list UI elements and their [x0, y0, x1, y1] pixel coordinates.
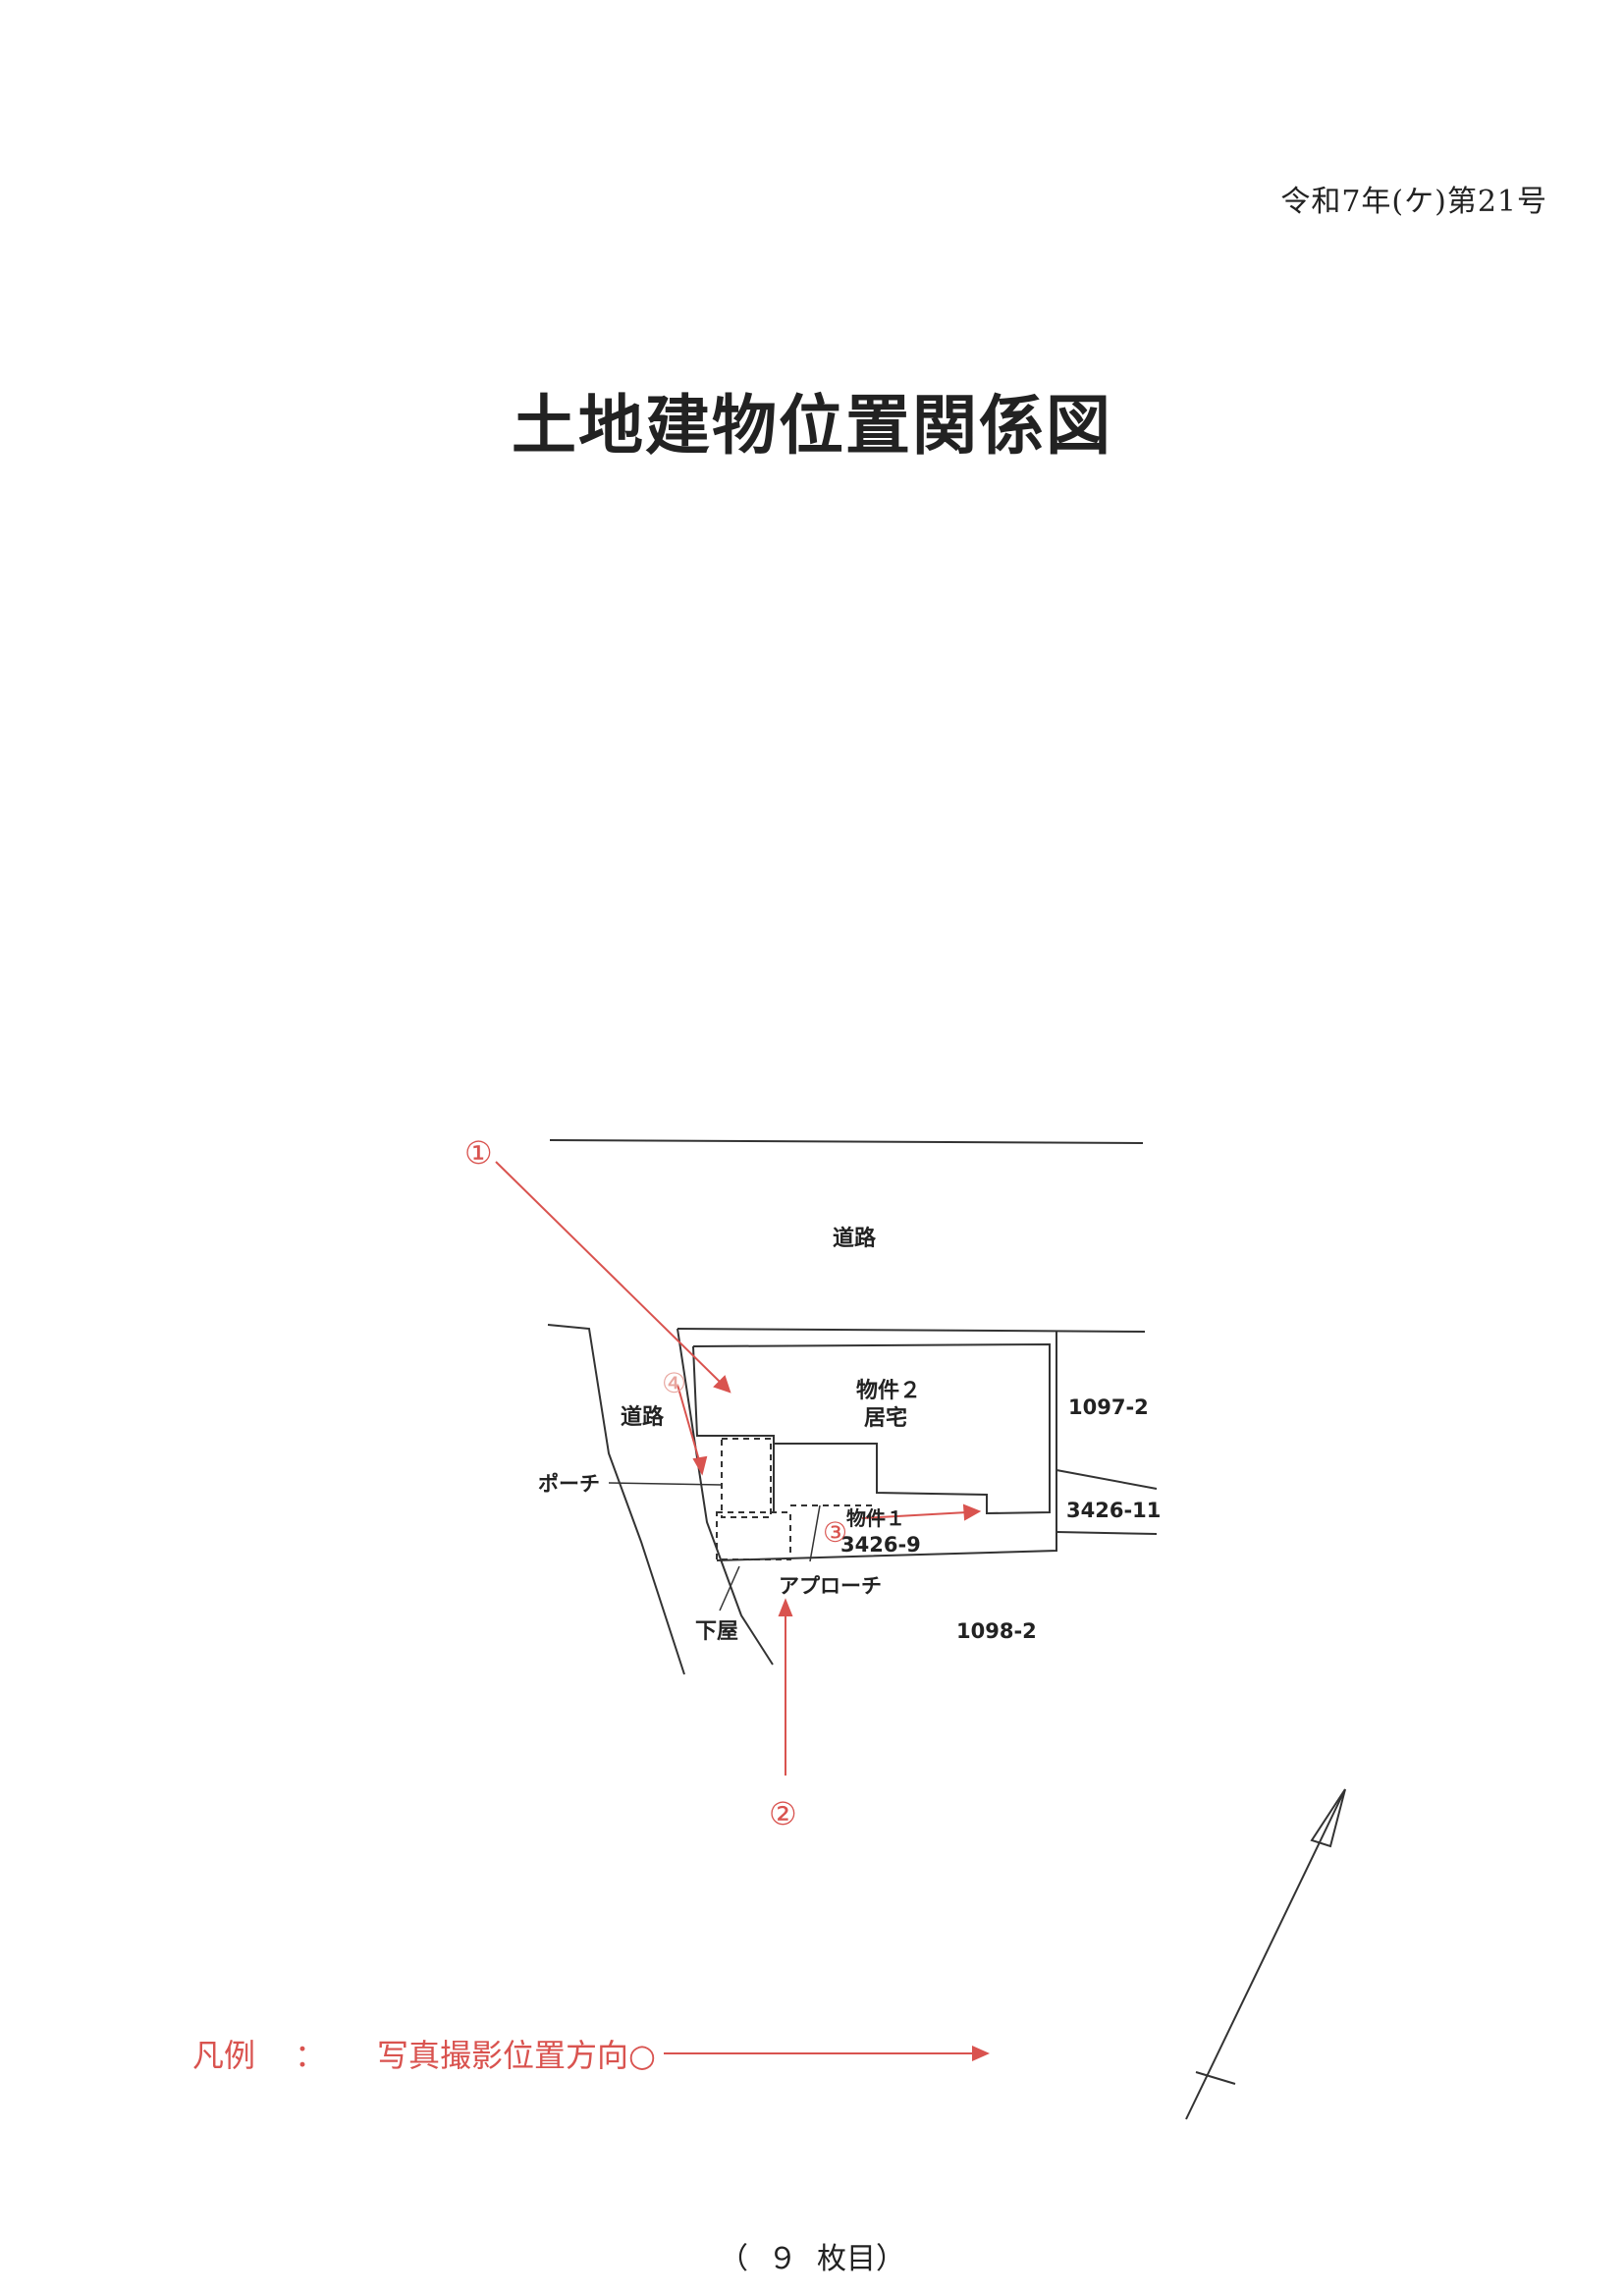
label-road-top: 道路: [833, 1226, 877, 1251]
legend-label: 凡例: [192, 2037, 256, 2074]
label-property2: 物件２: [856, 1378, 921, 1403]
lower-roof-outline: [716, 1511, 791, 1560]
photo-arrow-4-head: [692, 1455, 708, 1476]
marker-4: ④: [662, 1367, 686, 1399]
legend-description: 写真撮影位置方向○: [377, 2037, 656, 2074]
label-lot-3426-11: 3426-11: [1066, 1499, 1161, 1522]
road-line-left-outer: [547, 1324, 685, 1675]
label-property1: 物件１: [846, 1506, 905, 1530]
footer-page-number: ９: [768, 2242, 797, 2276]
photo-arrow-3: [861, 1511, 968, 1519]
case-number: 令和7年(ケ)第21号: [1280, 185, 1547, 219]
label-lot-1098-2: 1098-2: [956, 1619, 1037, 1643]
label-approach: アプローチ: [779, 1574, 882, 1598]
legend: 凡例 ： 写真撮影位置方向○: [192, 2031, 990, 2076]
label-lot-1097-2: 1097-2: [1068, 1395, 1149, 1419]
page-title: 土地建物位置関係図: [512, 387, 1112, 464]
footer-close: 枚目）: [817, 2242, 905, 2276]
photo-arrow-3-head: [962, 1503, 982, 1521]
legend-arrow: [663, 2046, 990, 2061]
lot-boundary: [677, 1328, 1146, 1333]
lower-roof-leader: [719, 1565, 740, 1612]
marker-1: ①: [464, 1134, 493, 1172]
approach-leader: [809, 1504, 821, 1562]
marker-3: ③: [823, 1516, 847, 1549]
photo-arrow-1: [495, 1161, 721, 1383]
marker-2: ②: [769, 1795, 797, 1832]
page-footer: （ ９ 枚目）: [0, 2234, 1624, 2277]
lot-line-1097-2: [1056, 1469, 1158, 1490]
lot-line-3426-11: [1056, 1531, 1158, 1535]
road-line-top: [549, 1139, 1144, 1144]
photo-arrow-4: [677, 1384, 700, 1461]
legend-separator: ：: [295, 2037, 327, 2074]
porch-outline: [721, 1438, 772, 1518]
label-residence: 居宅: [864, 1405, 907, 1431]
label-lower-roof: 下屋: [695, 1619, 738, 1644]
road-line-left-inner: [677, 1328, 774, 1666]
building-outline: [692, 1342, 1051, 1515]
label-lot-3426-9: 3426-9: [840, 1533, 921, 1557]
north-arrow: [1185, 1788, 1346, 2120]
label-porch: ポーチ: [538, 1472, 600, 1496]
footer-open: （: [719, 2242, 748, 2276]
photo-arrow-2-head: [778, 1598, 793, 1616]
photo-arrow-1-head: [713, 1375, 731, 1394]
porch-leader: [608, 1482, 723, 1486]
label-road-left: 道路: [621, 1404, 665, 1430]
lot-boundary-right: [716, 1332, 1057, 1561]
